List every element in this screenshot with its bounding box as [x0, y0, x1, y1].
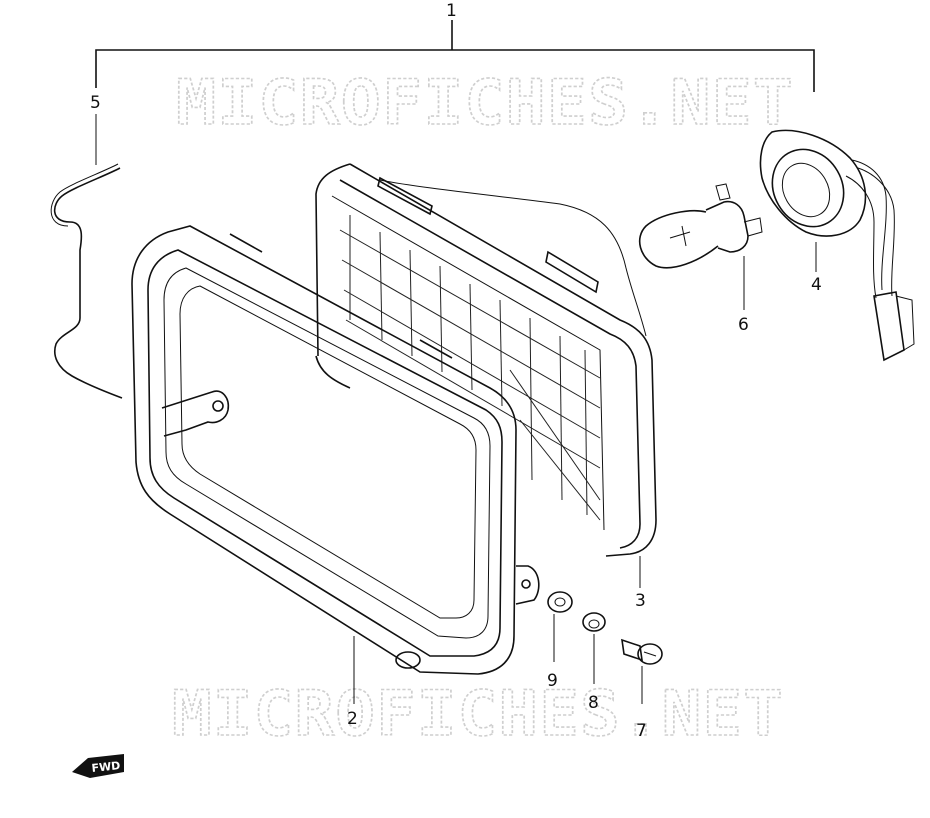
washer-small	[582, 612, 606, 684]
headlight-rim	[131, 225, 540, 704]
fwd-arrow-icon: FWD	[72, 754, 124, 778]
callout-2: 2	[347, 709, 358, 729]
callout-8: 8	[588, 693, 599, 713]
spring-clip	[50, 114, 123, 399]
callout-9: 9	[547, 671, 558, 691]
watermark-bottom: MICROFICHES.NET	[172, 677, 784, 750]
watermark-top: MICROFICHES.NET	[176, 66, 794, 139]
callout-4: 4	[811, 275, 822, 295]
bulb	[638, 183, 763, 310]
bulb-socket	[759, 129, 915, 362]
lens-unit	[315, 163, 657, 588]
screw	[621, 638, 663, 704]
fwd-label: FWD	[91, 759, 121, 775]
callout-7: 7	[636, 721, 647, 741]
callout-5: 5	[90, 93, 101, 113]
callout-3: 3	[635, 591, 646, 611]
callout-6: 6	[738, 315, 749, 335]
washer-large	[547, 591, 573, 662]
callout-1: 1	[446, 1, 457, 21]
assembly-bracket	[95, 20, 815, 92]
